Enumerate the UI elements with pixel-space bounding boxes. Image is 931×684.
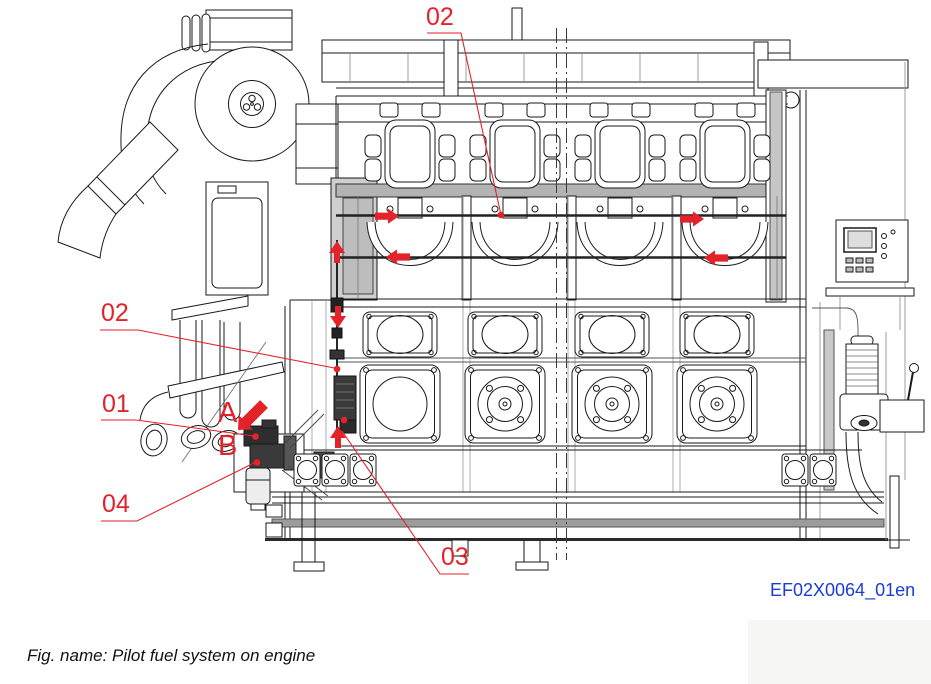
engine-control-panel (812, 219, 915, 430)
callout-point-a: A (218, 397, 238, 429)
callout-02-top: 02 (426, 3, 454, 31)
centerline (556, 28, 567, 560)
engine-block-frame (265, 62, 910, 571)
drawing-code: EF02X0064_01en (770, 580, 916, 600)
exhaust-module (139, 181, 285, 463)
callout-01: 01 (102, 390, 130, 418)
scan-shade-artifact (748, 620, 931, 684)
pilot-fuel-pump-unit (233, 409, 335, 572)
callout-03: 03 (441, 543, 469, 571)
figure-caption: Fig. name: Pilot fuel system on engine (27, 646, 316, 665)
turbocharger (57, 9, 339, 259)
crankcase-covers (293, 311, 837, 487)
pilot-fuel-filter (329, 240, 357, 434)
callout-leader-lines (100, 32, 502, 575)
callout-02-left: 02 (101, 299, 129, 327)
callout-point-b: B (218, 430, 238, 462)
fuel-flow-arrows (238, 208, 728, 448)
callout-target-dots (252, 211, 505, 466)
drive-end-motor (839, 335, 925, 433)
top-beam-structure (321, 7, 909, 123)
callout-04: 04 (102, 490, 130, 518)
